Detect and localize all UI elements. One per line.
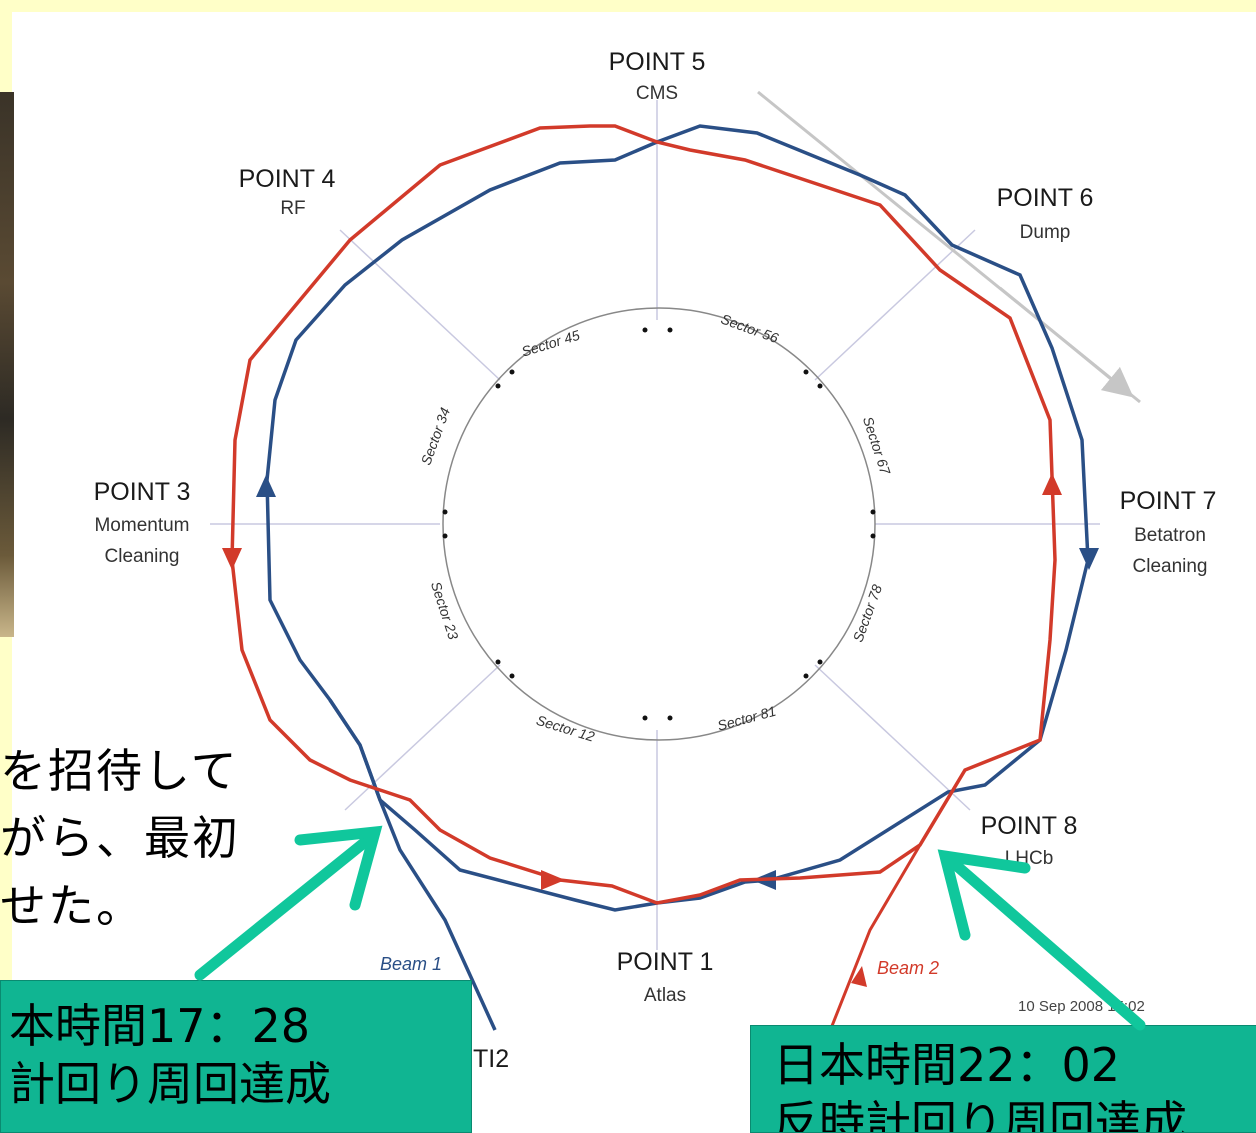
beam2-ring bbox=[230, 124, 1057, 905]
callout-left-line1: 本時間17：28 bbox=[9, 999, 311, 1053]
divider-nw bbox=[339, 229, 501, 381]
callout-left-line2: 計回り周回達成 bbox=[9, 1057, 331, 1111]
callout-clockwise: 本時間17：28 計回り周回達成 bbox=[0, 980, 472, 1133]
point3-sub1: Momentum bbox=[94, 515, 189, 536]
point7-sub2: Cleaning bbox=[1133, 556, 1208, 577]
point7-sub1: Betatron bbox=[1134, 525, 1206, 546]
sector67-label: Sector 67 bbox=[860, 414, 894, 477]
sector45-label: Sector 45 bbox=[520, 327, 582, 360]
sector23-label: Sector 23 bbox=[428, 579, 462, 641]
beam1-injection bbox=[328, 699, 497, 1031]
callout-right-line1: 日本時間22：02 bbox=[773, 1038, 1121, 1092]
divider-se bbox=[814, 664, 971, 811]
point6-sub: Dump bbox=[1020, 222, 1071, 243]
photo-edge bbox=[0, 92, 14, 637]
point5-sub: CMS bbox=[636, 83, 678, 104]
point5-label: POINT 5 bbox=[609, 48, 706, 76]
dump-arrow bbox=[999, 286, 1134, 398]
divider-sw bbox=[344, 664, 501, 811]
beam2-injection bbox=[828, 769, 967, 1032]
jp-line-2: がら、最初 bbox=[0, 811, 240, 865]
sector81-label: Sector 81 bbox=[716, 703, 778, 734]
beam1-arrow-down bbox=[1079, 548, 1099, 570]
point8-sub: LHCb bbox=[1005, 848, 1054, 869]
callout-right-line2: 反時計回り周回達成 bbox=[773, 1096, 1187, 1133]
inner-ring bbox=[442, 307, 876, 741]
point4-sub: RF bbox=[280, 198, 305, 219]
callout-counterclockwise: 日本時間22：02 反時計回り周回達成 bbox=[750, 1025, 1256, 1133]
ring-markers bbox=[442, 327, 876, 721]
beam1-label: Beam 1 bbox=[380, 954, 442, 974]
beam1-arrow-up bbox=[256, 475, 276, 497]
point3-sub2: Cleaning bbox=[105, 546, 180, 567]
timestamp: 10 Sep 2008 15:02 bbox=[1018, 998, 1145, 1015]
beam1-ring bbox=[265, 124, 1090, 912]
jp-line-1: を招待して bbox=[0, 744, 239, 798]
point1-sub: Atlas bbox=[644, 985, 686, 1006]
point8-label: POINT 8 bbox=[981, 812, 1078, 840]
beam2-arrow-down bbox=[222, 548, 242, 570]
beam2-arrow-right bbox=[541, 870, 565, 890]
sector78-label: Sector 78 bbox=[850, 582, 886, 644]
ti2-label: TI2 bbox=[473, 1045, 509, 1073]
beam2-injection-arrow bbox=[851, 966, 867, 987]
sector34-label: Sector 34 bbox=[418, 405, 454, 467]
point1-label: POINT 1 bbox=[617, 948, 714, 976]
sector56-label: Sector 56 bbox=[719, 311, 781, 347]
point3-label: POINT 3 bbox=[94, 478, 191, 506]
point4-label: POINT 4 bbox=[239, 165, 336, 193]
point7-label: POINT 7 bbox=[1120, 487, 1217, 515]
jp-line-3: せた。 bbox=[0, 879, 144, 933]
beam2-arrow-up bbox=[1042, 473, 1062, 495]
sector12-label: Sector 12 bbox=[534, 712, 596, 745]
beam2-label: Beam 2 bbox=[877, 958, 939, 978]
point6-label: POINT 6 bbox=[997, 184, 1094, 212]
sector-dividers bbox=[210, 100, 1100, 950]
divider-ne bbox=[814, 229, 976, 381]
